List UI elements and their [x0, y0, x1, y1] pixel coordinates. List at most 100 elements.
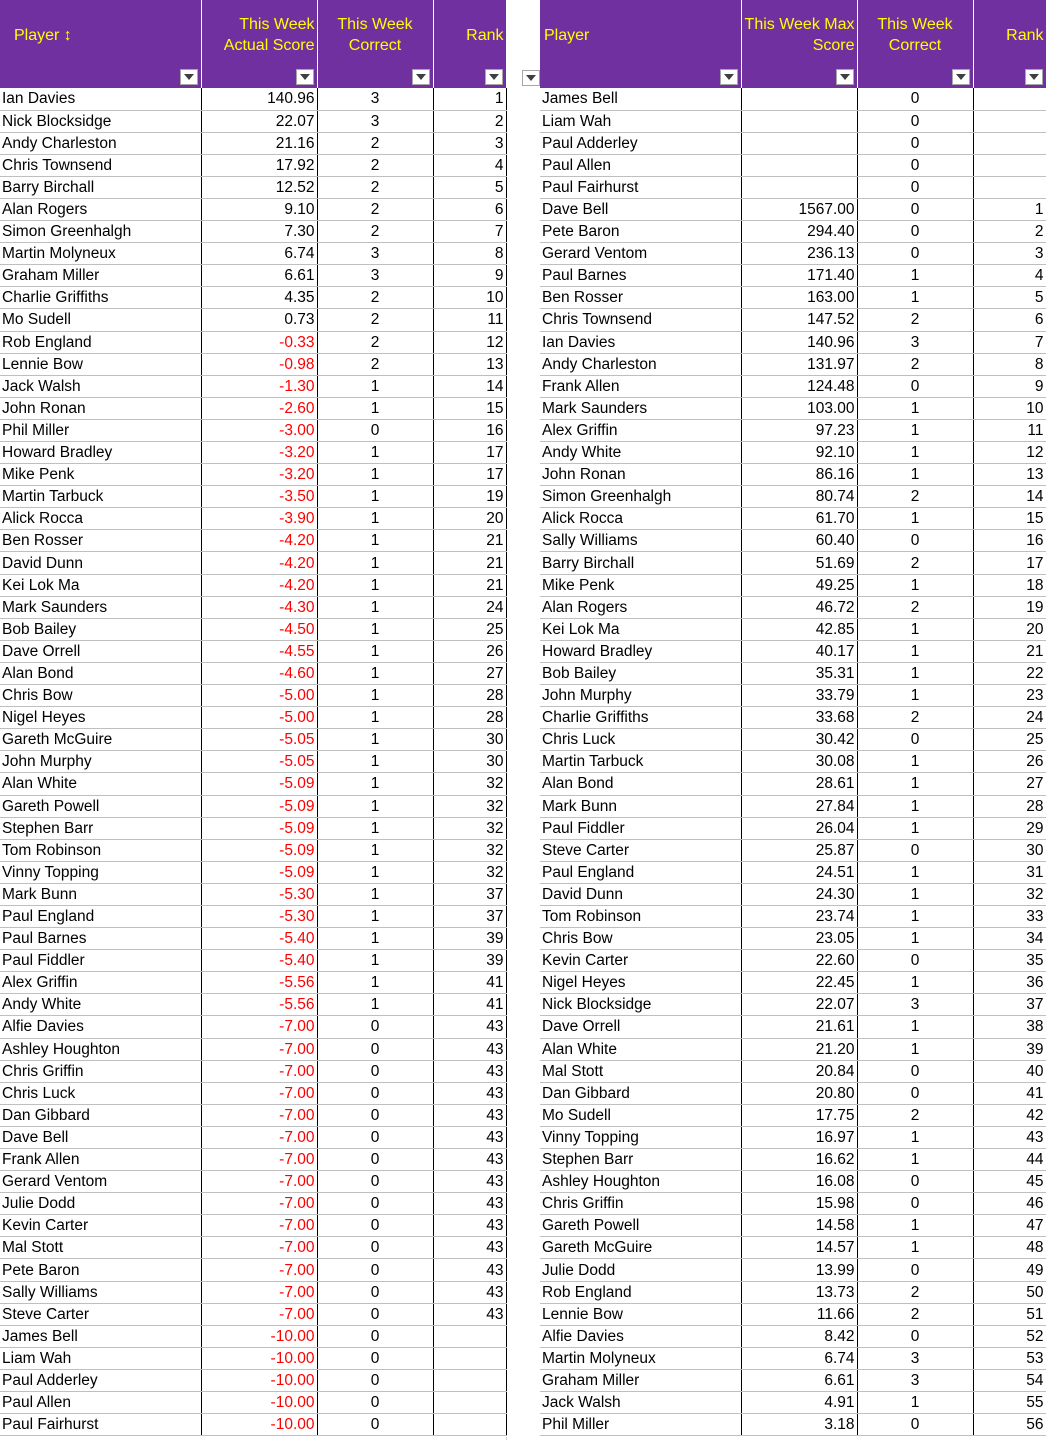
- score-cell[interactable]: 124.48: [741, 375, 858, 398]
- score-cell[interactable]: -4.20: [201, 529, 318, 553]
- rank-cell[interactable]: [973, 154, 1046, 177]
- player-cell[interactable]: John Ronan: [540, 463, 742, 487]
- score-cell[interactable]: -0.98: [201, 353, 318, 376]
- correct-cell[interactable]: 1: [317, 375, 434, 398]
- correct-cell[interactable]: 1: [317, 441, 434, 465]
- filter-dropdown-icon[interactable]: [295, 69, 314, 85]
- score-cell[interactable]: -3.50: [201, 485, 318, 509]
- rank-cell[interactable]: 32: [433, 861, 507, 884]
- score-cell[interactable]: -3.20: [201, 441, 318, 465]
- correct-cell[interactable]: 1: [857, 684, 974, 708]
- rank-cell[interactable]: 2: [973, 220, 1046, 244]
- score-cell[interactable]: 11.66: [741, 1303, 858, 1326]
- correct-cell[interactable]: 1: [317, 817, 434, 840]
- filter-dropdown-icon[interactable]: [522, 70, 540, 86]
- player-cell[interactable]: Martin Molyneux: [540, 1347, 742, 1370]
- score-cell[interactable]: 20.80: [741, 1082, 858, 1105]
- score-cell[interactable]: -7.00: [201, 1104, 318, 1127]
- correct-cell[interactable]: 3: [317, 242, 434, 266]
- player-cell[interactable]: Howard Bradley: [540, 640, 742, 663]
- correct-cell[interactable]: 2: [857, 1104, 974, 1127]
- correct-cell[interactable]: 0: [857, 176, 974, 199]
- rank-cell[interactable]: [433, 1347, 507, 1370]
- correct-cell[interactable]: 1: [857, 971, 974, 995]
- score-cell[interactable]: 8.42: [741, 1325, 858, 1348]
- rank-cell[interactable]: 28: [433, 706, 507, 730]
- filter-dropdown-icon[interactable]: [179, 69, 198, 85]
- player-cell[interactable]: Sally Williams: [0, 1281, 202, 1304]
- score-cell[interactable]: 26.04: [741, 817, 858, 840]
- rank-cell[interactable]: 25: [973, 728, 1046, 752]
- player-cell[interactable]: Chris Townsend: [0, 154, 202, 177]
- correct-cell[interactable]: 3: [317, 110, 434, 133]
- rank-cell[interactable]: 16: [973, 529, 1046, 553]
- correct-cell[interactable]: 2: [317, 154, 434, 177]
- rank-cell[interactable]: 45: [973, 1170, 1046, 1194]
- rank-cell[interactable]: 17: [433, 441, 507, 465]
- score-cell[interactable]: 13.99: [741, 1258, 858, 1282]
- player-cell[interactable]: Rob England: [0, 331, 202, 354]
- rank-cell[interactable]: 24: [973, 706, 1046, 730]
- correct-cell[interactable]: 1: [857, 463, 974, 487]
- score-cell[interactable]: -3.20: [201, 463, 318, 487]
- player-cell[interactable]: Ashley Houghton: [0, 1038, 202, 1061]
- player-cell[interactable]: Paul England: [0, 905, 202, 929]
- score-cell[interactable]: 49.25: [741, 574, 858, 597]
- score-cell[interactable]: [741, 88, 858, 111]
- header-player[interactable]: Player ↕: [0, 0, 202, 88]
- score-cell[interactable]: -5.05: [201, 750, 318, 774]
- score-cell[interactable]: -5.05: [201, 728, 318, 752]
- correct-cell[interactable]: 0: [317, 1038, 434, 1061]
- rank-cell[interactable]: 18: [973, 574, 1046, 597]
- score-cell[interactable]: 23.05: [741, 927, 858, 951]
- player-cell[interactable]: Bob Bailey: [0, 618, 202, 641]
- correct-cell[interactable]: 1: [317, 971, 434, 995]
- rank-cell[interactable]: 43: [433, 1258, 507, 1282]
- rank-cell[interactable]: 56: [973, 1413, 1046, 1437]
- correct-cell[interactable]: 0: [317, 419, 434, 443]
- player-cell[interactable]: Nick Blocksidge: [540, 993, 742, 1017]
- correct-cell[interactable]: 1: [317, 662, 434, 686]
- rank-cell[interactable]: 28: [973, 795, 1046, 818]
- correct-cell[interactable]: 1: [317, 861, 434, 884]
- correct-cell[interactable]: 1: [857, 1126, 974, 1150]
- correct-cell[interactable]: 2: [317, 220, 434, 244]
- score-cell[interactable]: 22.07: [201, 110, 318, 133]
- rank-cell[interactable]: 24: [433, 596, 507, 619]
- rank-cell[interactable]: 26: [433, 640, 507, 663]
- score-cell[interactable]: -3.90: [201, 507, 318, 531]
- header-max-score[interactable]: This Week Max Score: [741, 0, 858, 88]
- player-cell[interactable]: Pete Baron: [0, 1258, 202, 1282]
- correct-cell[interactable]: 0: [857, 1413, 974, 1437]
- player-cell[interactable]: Chris Townsend: [540, 308, 742, 332]
- rank-cell[interactable]: 43: [433, 1082, 507, 1105]
- rank-cell[interactable]: 6: [433, 198, 507, 222]
- rank-cell[interactable]: 41: [973, 1082, 1046, 1105]
- rank-cell[interactable]: 43: [973, 1126, 1046, 1150]
- score-cell[interactable]: -4.60: [201, 662, 318, 686]
- correct-cell[interactable]: 2: [317, 308, 434, 332]
- correct-cell[interactable]: 2: [857, 596, 974, 619]
- correct-cell[interactable]: 0: [857, 1192, 974, 1216]
- score-cell[interactable]: -10.00: [201, 1413, 318, 1437]
- player-cell[interactable]: Ian Davies: [0, 88, 202, 111]
- player-cell[interactable]: Sally Williams: [540, 529, 742, 553]
- score-cell[interactable]: 24.30: [741, 883, 858, 906]
- player-cell[interactable]: Gareth Powell: [0, 795, 202, 818]
- player-cell[interactable]: Lennie Bow: [0, 353, 202, 376]
- score-cell[interactable]: -5.00: [201, 684, 318, 708]
- rank-cell[interactable]: 43: [433, 1281, 507, 1304]
- correct-cell[interactable]: 0: [317, 1104, 434, 1127]
- rank-cell[interactable]: 32: [433, 817, 507, 840]
- score-cell[interactable]: 131.97: [741, 353, 858, 376]
- correct-cell[interactable]: 0: [857, 1060, 974, 1083]
- player-cell[interactable]: Vinny Topping: [0, 861, 202, 884]
- score-cell[interactable]: 6.61: [741, 1369, 858, 1393]
- correct-cell[interactable]: 1: [857, 861, 974, 884]
- rank-cell[interactable]: 17: [973, 551, 1046, 575]
- player-cell[interactable]: Mark Saunders: [540, 397, 742, 420]
- player-cell[interactable]: Alex Griffin: [0, 971, 202, 995]
- correct-cell[interactable]: 0: [317, 1347, 434, 1370]
- player-cell[interactable]: Mike Penk: [0, 463, 202, 487]
- player-cell[interactable]: Dave Bell: [0, 1126, 202, 1150]
